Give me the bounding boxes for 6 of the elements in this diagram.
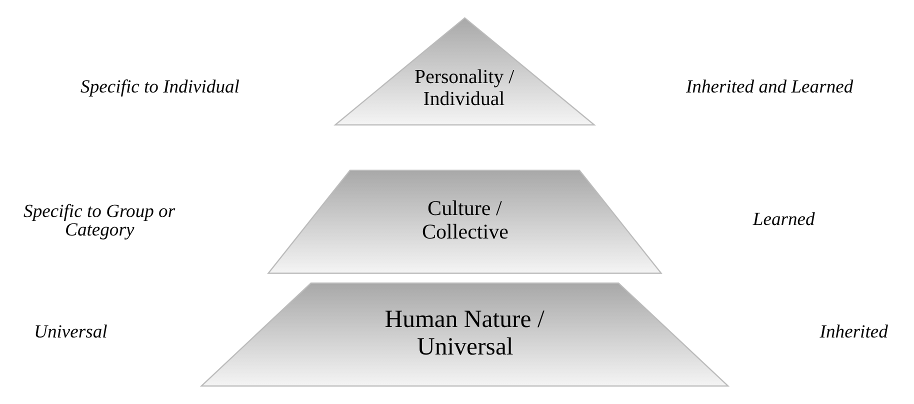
label: Specific to Group or Category <box>24 200 176 240</box>
label: Specific to Individual <box>80 76 240 98</box>
label: Learned <box>752 208 815 230</box>
label: Inherited and Learned <box>686 76 854 98</box>
label: Inherited <box>820 322 888 343</box>
label: Universal <box>34 322 108 343</box>
